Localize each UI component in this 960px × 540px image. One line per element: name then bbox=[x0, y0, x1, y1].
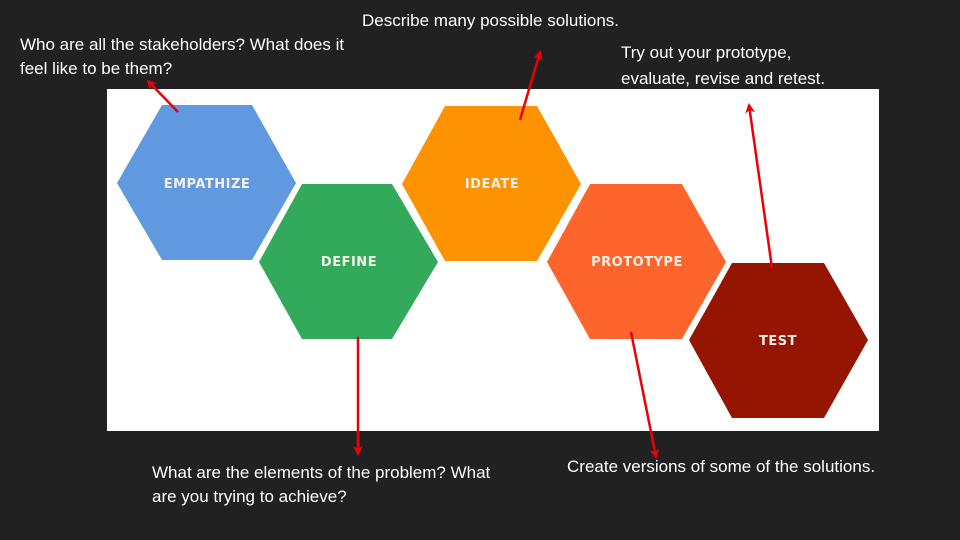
annotation-test-line2: evaluate, revise and retest. bbox=[621, 69, 826, 88]
annotation-define: What are the elements of the problem? Wh… bbox=[152, 461, 490, 509]
annotation-empathize-line2: feel like to be them? bbox=[20, 59, 173, 78]
arrow-prototype-icon bbox=[629, 331, 660, 459]
stage-label-ideate: IDEATE bbox=[465, 177, 519, 192]
hexagon-define bbox=[259, 184, 438, 339]
stage-label-empathize: EMPATHIZE bbox=[164, 177, 251, 192]
annotation-test: Try out your prototype, evaluate, revise… bbox=[621, 40, 825, 92]
annotation-test-line1: Try out your prototype, bbox=[621, 43, 792, 62]
stage-empathize: EMPATHIZE bbox=[117, 105, 296, 260]
arrow-empathize-icon bbox=[146, 79, 179, 113]
stage-label-define: DEFINE bbox=[321, 255, 377, 270]
stage-prototype: PROTOTYPE bbox=[547, 184, 726, 339]
annotation-define-line1: What are the elements of the problem? Wh… bbox=[152, 463, 491, 482]
stage-test: TEST bbox=[689, 263, 868, 418]
annotation-ideate: Describe many possible solutions. bbox=[362, 11, 620, 30]
hexagon-prototype bbox=[547, 184, 726, 339]
annotation-empathize-line1: Who are all the stakeholders? What does … bbox=[20, 35, 345, 54]
hexagon-test bbox=[689, 263, 868, 418]
stage-label-test: TEST bbox=[759, 334, 797, 349]
stage-ideate: IDEATE bbox=[402, 106, 581, 261]
arrow-ideate-icon bbox=[518, 50, 543, 121]
annotation-define-line2: are you trying to achieve? bbox=[152, 487, 347, 506]
arrow-test-icon bbox=[745, 103, 774, 269]
stage-define: DEFINE bbox=[259, 184, 438, 339]
stage-label-prototype: PROTOTYPE bbox=[591, 255, 683, 270]
annotation-prototype: Create versions of some of the solutions… bbox=[567, 457, 876, 476]
hexagon-ideate bbox=[402, 106, 581, 261]
annotation-empathize: Who are all the stakeholders? What does … bbox=[20, 33, 344, 81]
hexagon-empathize bbox=[117, 105, 296, 260]
